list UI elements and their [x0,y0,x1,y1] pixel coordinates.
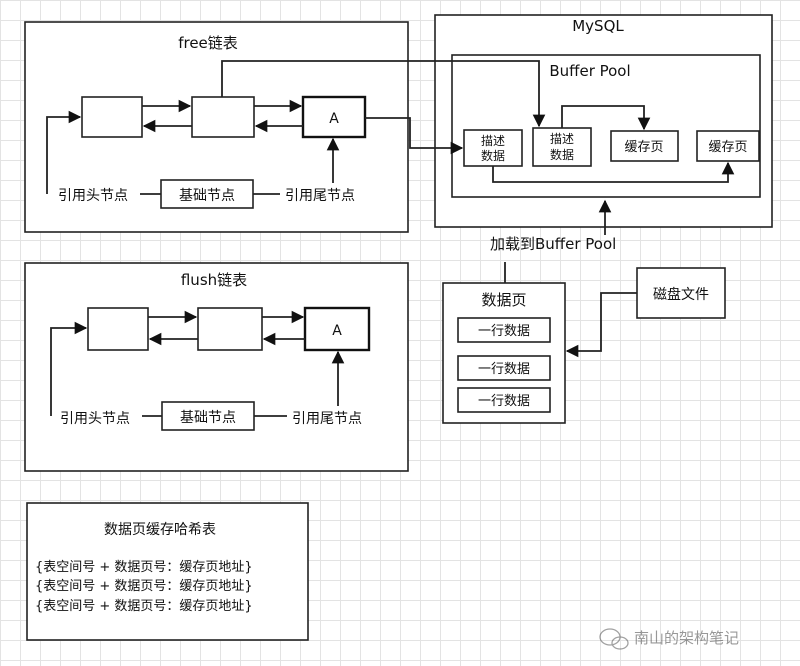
buffer-pool-container [451,54,761,198]
flush-head-ref-label: 引用头节点 [60,411,130,427]
watermark: 南山的架构笔记 [599,628,739,650]
mysql-panel: MySQL Buffer Pool 描述 数据 描述 数据 缓存页 缓存页 [434,14,773,228]
cache-page-2-label: 缓存页 [708,140,747,155]
flush-list-container [24,262,409,472]
free-list-node-tail-label: A [329,111,339,127]
flush-list-node-tail [303,306,371,352]
disk-to-data-page-arrow [565,292,637,358]
data-row-1-label: 一行数据 [478,324,530,339]
hash-entry-2: {表空间号 + 数据页号：缓存页地址} [35,579,253,594]
free-head-ref-arrow [46,110,82,194]
mysql-title: MySQL [572,17,624,35]
desc1-to-cache2-arrow [492,161,735,183]
load-to-buffer-pool-label: 加载到Buffer Pool [490,235,616,253]
free-list-node-2 [191,96,255,138]
hash-table-title: 数据页缓存哈希表 [104,522,216,538]
data-row-2 [457,355,551,381]
free-node-to-descriptor-arrow [221,60,546,128]
free-list-node-1 [81,96,143,138]
data-row-1 [457,317,551,343]
data-page-panel: 加载到Buffer Pool 数据页 一行数据 一行数据 一行数据 [442,199,616,424]
data-row-2-label: 一行数据 [478,362,530,377]
cache-page-1-label: 缓存页 [624,140,663,155]
chat-bubble-icon [599,628,629,650]
cache-page-1 [610,130,679,162]
watermark-text: 南山的架构笔记 [634,629,739,647]
flush-list-node-1 [87,307,149,351]
descriptor-block-2-line1: 描述 [550,132,574,146]
disk-file-label: 磁盘文件 [653,286,709,303]
hash-table-panel: 数据页缓存哈希表 {表空间号 + 数据页号：缓存页地址} {表空间号 + 数据页… [26,502,309,641]
data-row-3 [457,387,551,413]
hash-entry-1: {表空间号 + 数据页号：缓存页地址} [35,560,253,575]
hash-table-container [26,502,309,641]
free-base-node-label: 基础节点 [179,187,235,204]
flush-list-node-2 [197,307,263,351]
cache-page-2 [696,130,760,162]
flush-list-node-tail-label: A [332,323,342,339]
free-tail-to-descriptor-arrow [365,117,464,155]
flush-head-ref-arrow [50,321,88,416]
free-list-title: free链表 [178,34,238,52]
flush-list-panel: flush链表 A 引用头节点 基础节点 引用尾节点 [24,262,409,472]
free-head-ref-label: 引用头节点 [58,188,128,204]
buffer-pool-title: Buffer Pool [549,62,630,80]
free-list-node-tail [301,95,367,139]
descriptor-block-2 [532,127,592,167]
descriptor-block-1-line1: 描述 [481,134,505,148]
flush-tail-ref-label: 引用尾节点 [292,411,362,427]
disk-file-box [636,267,726,319]
data-row-3-label: 一行数据 [478,394,530,409]
descriptor-block-1-line2: 数据 [481,148,505,163]
free-tail-ref-label: 引用尾节点 [285,188,355,204]
data-page-title: 数据页 [481,291,526,309]
flush-list-title: flush链表 [181,271,247,289]
flush-base-node-label: 基础节点 [180,409,236,426]
desc2-to-cache1-arrow [561,105,651,131]
free-list-panel: free链表 A 引用头节点 基础节点 引用尾节点 [24,21,409,233]
hash-entry-3: {表空间号 + 数据页号：缓存页地址} [35,599,253,614]
descriptor-block-2-line2: 数据 [550,147,574,162]
disk-file-panel: 磁盘文件 [565,267,726,358]
